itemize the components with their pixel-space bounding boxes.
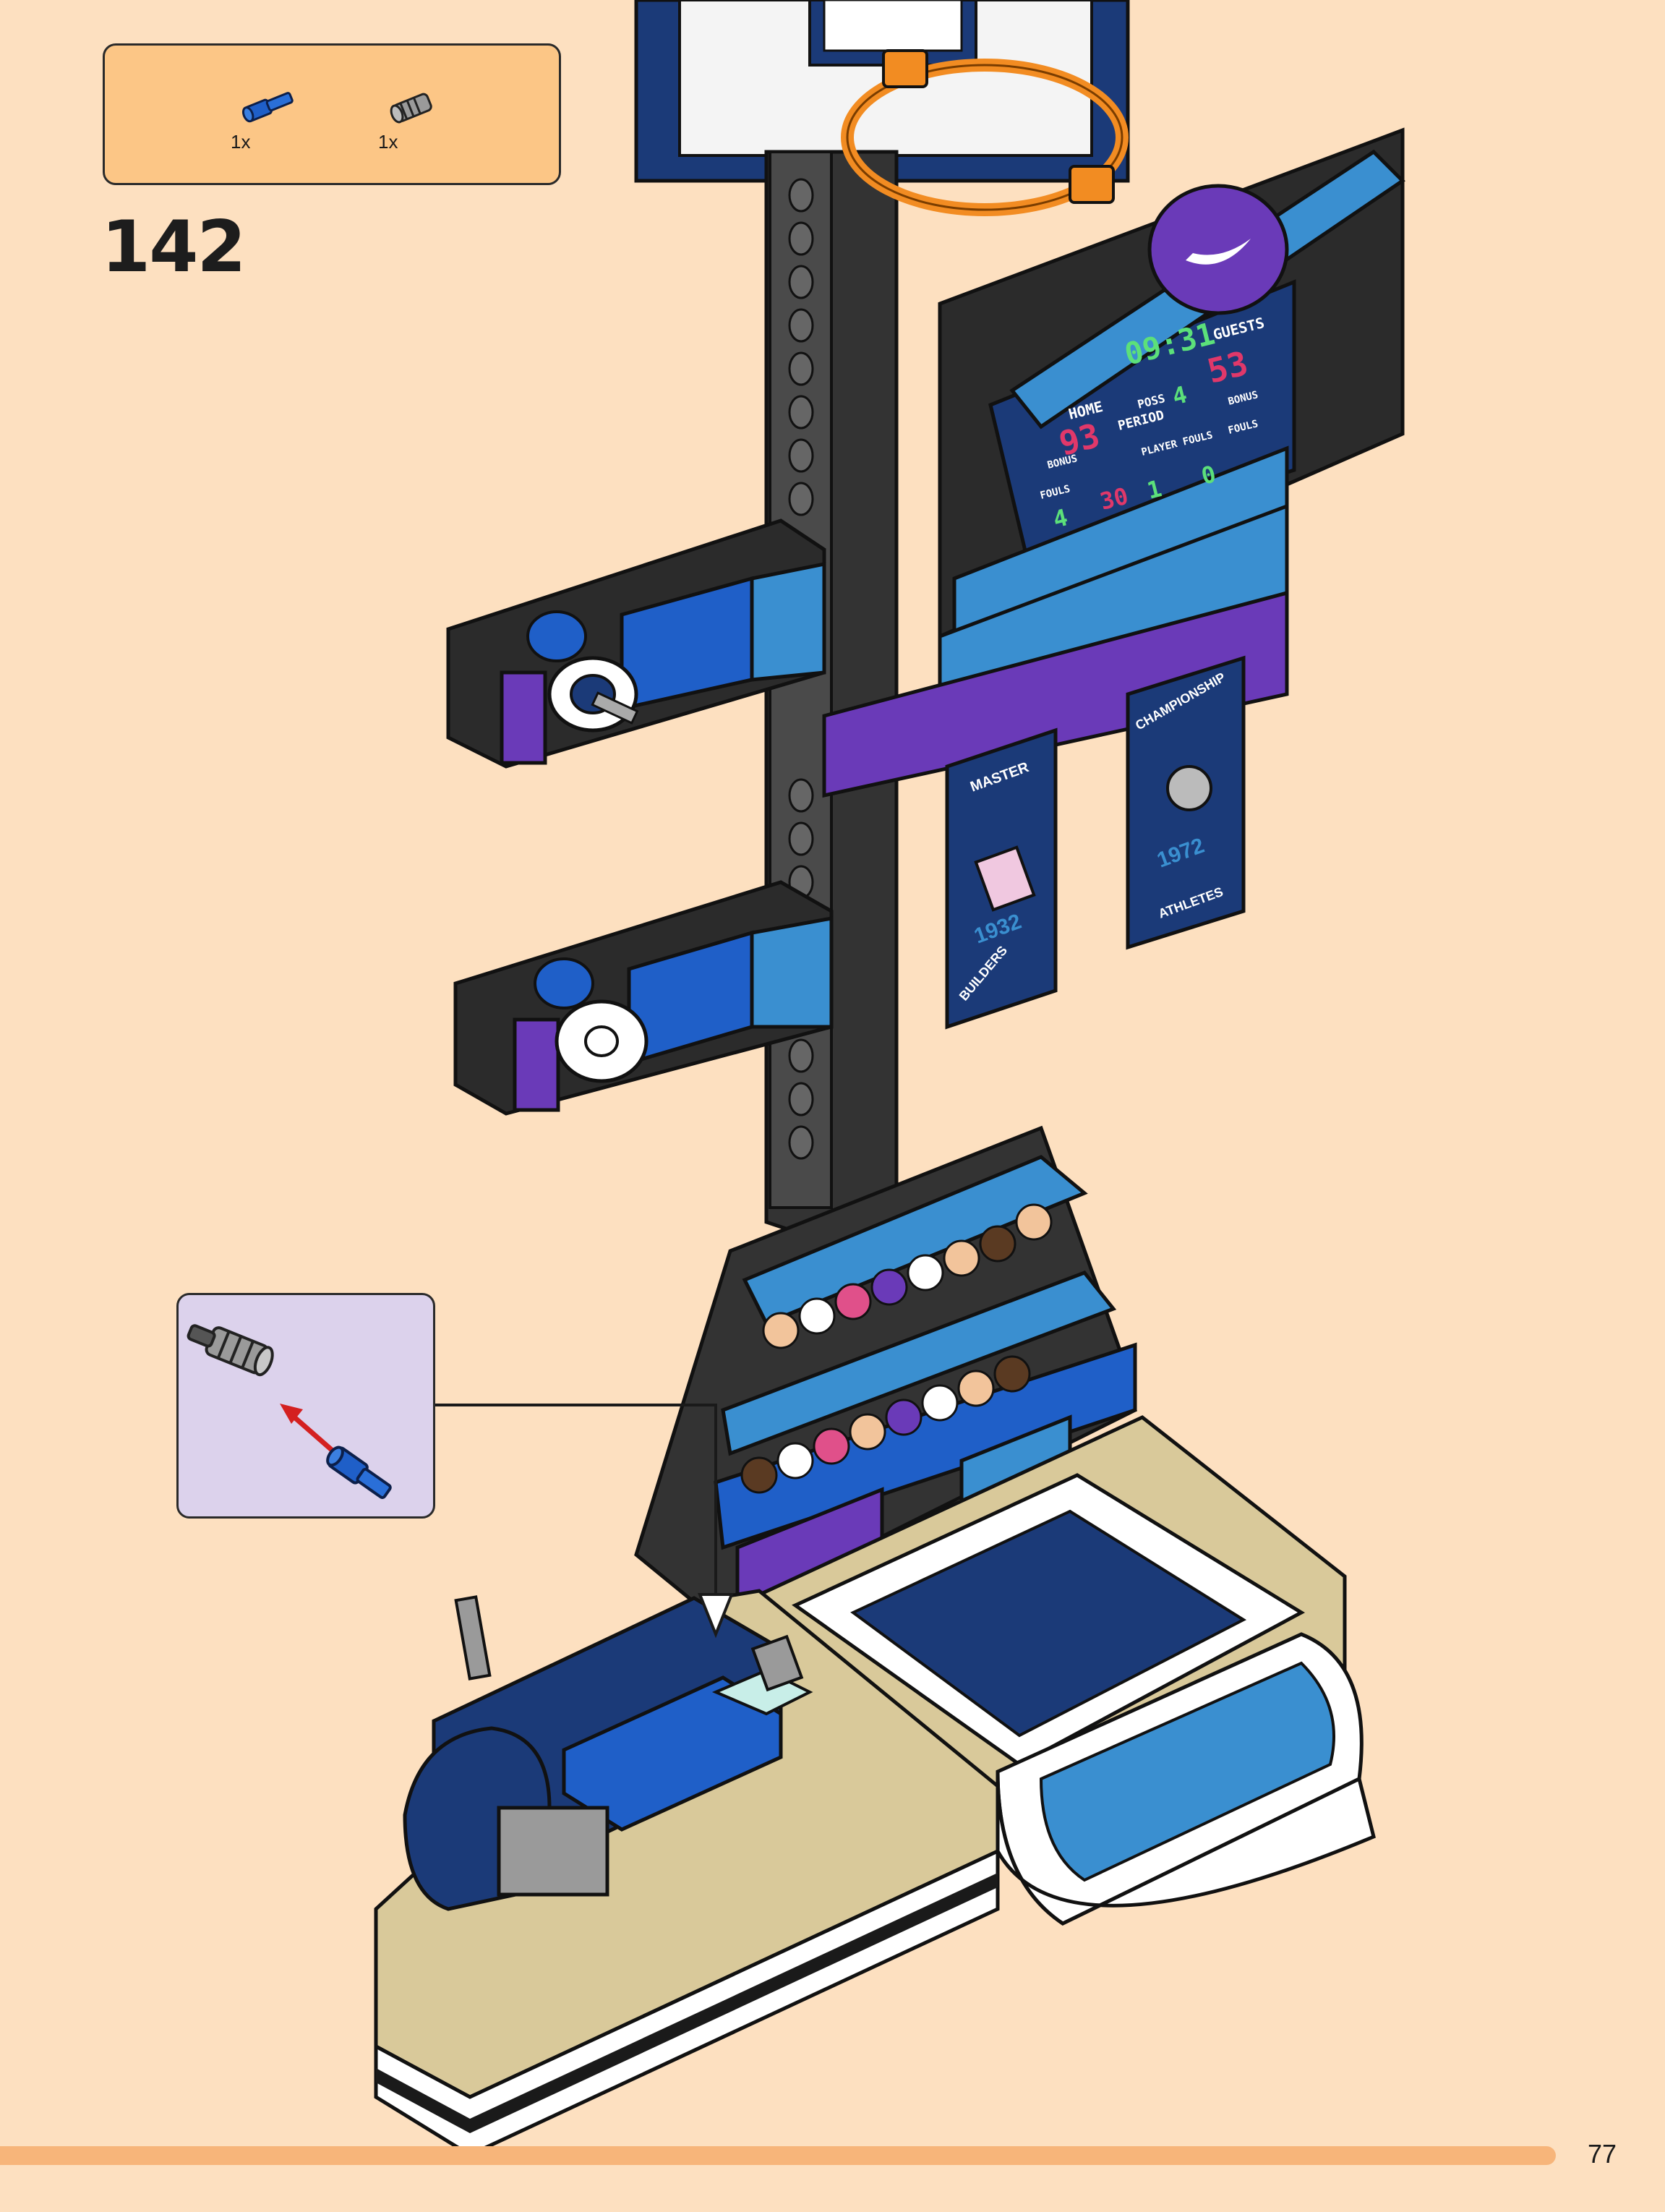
banner-championship-athletes: CHAMPIONSHIP 1972 ATHLETES xyxy=(1128,658,1244,947)
page-number: 77 xyxy=(1588,2139,1617,2169)
central-pole xyxy=(766,152,896,1229)
page-footer-bar xyxy=(0,2146,1556,2165)
banner-master-builders: MASTER 1932 BUILDERS xyxy=(947,730,1056,1027)
scoreboard-assembly xyxy=(824,130,1403,795)
pin-insertion-diagram xyxy=(179,1295,437,1521)
sub-assembly-callout xyxy=(176,1293,435,1519)
gray-bush-connector-icon xyxy=(184,1318,275,1377)
blue-pin-axle-icon xyxy=(324,1444,393,1502)
